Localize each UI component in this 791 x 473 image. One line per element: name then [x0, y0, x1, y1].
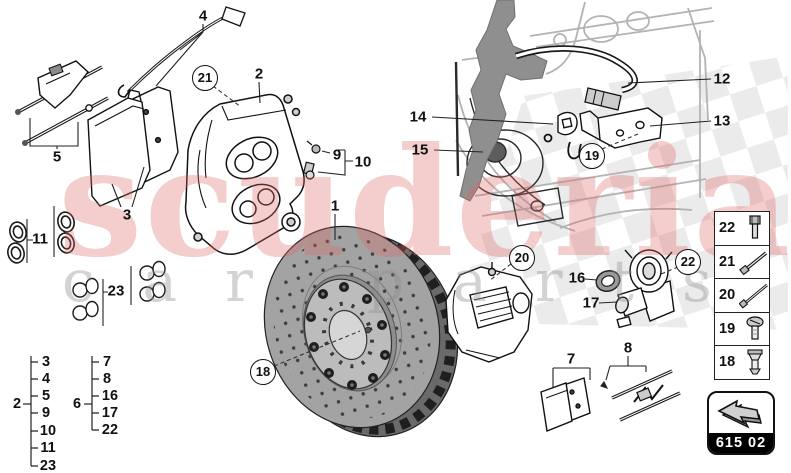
callout-9[interactable]: 9 — [332, 146, 342, 164]
pan-head-screw-icon — [741, 315, 769, 343]
callout-19[interactable]: 19 — [579, 143, 605, 169]
fastener-row-18[interactable]: 18 — [715, 346, 769, 379]
legend-item[interactable]: 11 — [40, 440, 56, 456]
long-hex-bolt-icon — [739, 248, 769, 276]
legend-group-2-label: 2 — [12, 396, 22, 412]
brake-disc — [263, 225, 459, 438]
callout-2[interactable]: 2 — [254, 65, 264, 83]
fastener-table: 22 21 20 — [714, 211, 770, 380]
legend-item[interactable]: 5 — [41, 388, 51, 404]
callout-11[interactable]: 11 — [32, 230, 48, 248]
vehicle-body-illustration — [455, 1, 715, 232]
page-code: 615 02 — [709, 433, 773, 453]
callout-7[interactable]: 7 — [566, 350, 576, 368]
leader-lines — [26, 24, 712, 389]
fastener-row-22[interactable]: 22 — [715, 212, 769, 246]
bleeder-valve — [302, 140, 321, 180]
retaining-clip — [557, 111, 578, 136]
callout-5[interactable]: 5 — [52, 148, 62, 166]
legend-item[interactable]: 7 — [102, 354, 112, 370]
callout-13[interactable]: 13 — [713, 112, 731, 130]
callout-1[interactable]: 1 — [330, 197, 340, 215]
legend-item[interactable]: 10 — [39, 423, 57, 439]
callout-10[interactable]: 10 — [354, 153, 372, 171]
long-hex-bolt-icon — [739, 281, 769, 309]
caliper-pistons — [72, 260, 166, 321]
page-code-badge[interactable]: 615 02 — [707, 391, 775, 455]
callout-22[interactable]: 22 — [675, 249, 701, 275]
front-caliper — [184, 93, 305, 255]
callout-17[interactable]: 17 — [582, 294, 600, 312]
fastener-row-21[interactable]: 21 — [715, 246, 769, 279]
pad-pin-kit — [15, 60, 109, 146]
legend-item[interactable]: 3 — [41, 354, 51, 370]
callout-12[interactable]: 12 — [713, 70, 731, 88]
callout-20[interactable]: 20 — [509, 245, 535, 271]
callout-8[interactable]: 8 — [623, 339, 633, 357]
legend-item[interactable]: 17 — [101, 405, 119, 421]
socket-head-bolt-icon — [741, 214, 769, 242]
fastener-row-20[interactable]: 20 — [715, 279, 769, 313]
front-brake-pads — [87, 86, 179, 207]
rear-brake-pads — [540, 377, 591, 432]
callout-4[interactable]: 4 — [198, 7, 208, 25]
hose-bracket — [579, 107, 663, 149]
callout-16[interactable]: 16 — [568, 269, 586, 287]
callout-18[interactable]: 18 — [250, 359, 276, 385]
legend-item[interactable]: 9 — [41, 405, 51, 421]
callout-14[interactable]: 14 — [409, 108, 427, 126]
legend-item[interactable]: 22 — [101, 422, 119, 438]
legend-item[interactable]: 4 — [41, 371, 51, 387]
callout-15[interactable]: 15 — [411, 141, 429, 159]
actuator-seal — [595, 269, 621, 293]
dashed-leader-lines — [212, 85, 679, 367]
callout-23[interactable]: 23 — [107, 282, 125, 300]
flanged-screw-icon — [741, 348, 769, 376]
legend-item[interactable]: 16 — [101, 388, 119, 404]
callout-21[interactable]: 21 — [192, 65, 218, 91]
legend-item[interactable]: 8 — [102, 371, 112, 387]
legend-item[interactable]: 23 — [39, 458, 57, 473]
wear-sensor-cable — [117, 6, 246, 98]
legend-group-6-label: 6 — [72, 396, 82, 412]
back-arrow-icon — [709, 393, 773, 433]
wiring-harness-shape — [459, 0, 548, 202]
callout-3[interactable]: 3 — [122, 206, 132, 224]
rear-caliper — [445, 262, 533, 363]
seal-rings — [7, 211, 75, 264]
rear-pad-pin-kit — [611, 369, 681, 422]
fastener-row-19[interactable]: 19 — [715, 313, 769, 346]
